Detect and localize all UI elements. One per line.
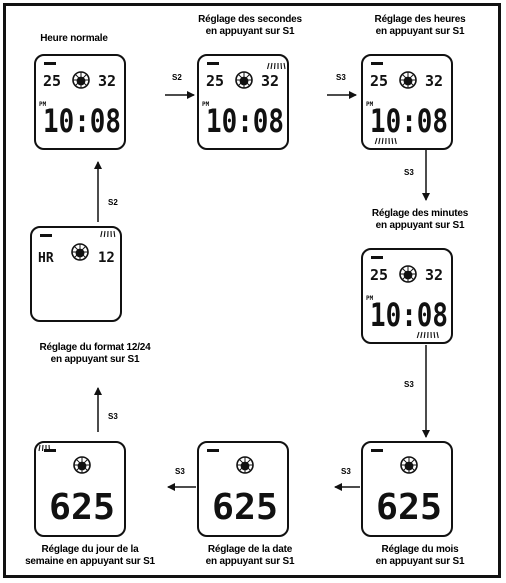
- lcd-main-date: 625: [212, 487, 278, 528]
- lcd-main-time: 10:08: [206, 102, 284, 140]
- lcd-weekday: 625: [34, 441, 126, 537]
- lcd-date: 625: [197, 441, 289, 537]
- blink-marks: [38, 444, 51, 452]
- lcd-main-time: 10:08: [43, 102, 121, 140]
- arrow-label-date-to-weekday: S3: [175, 467, 185, 476]
- arrow-label-format-to-normal: S2: [108, 198, 118, 207]
- arrow-label-hours-to-minutes: S3: [404, 168, 414, 177]
- arrow-label-normal-to-seconds: S2: [172, 73, 182, 82]
- arrow-label-month-to-date: S3: [341, 467, 351, 476]
- lcd-top-left-value: 25: [43, 72, 61, 90]
- blink-marks: [266, 62, 286, 70]
- blink-marks: [416, 331, 439, 339]
- lcd-top-left-value: 25: [206, 72, 224, 90]
- diagram-frame: [3, 3, 501, 578]
- lcd-ampm-indicator: PM: [39, 101, 47, 108]
- arrow-label-minutes-to-month: S3: [404, 380, 414, 389]
- lcd-main-date: 625: [376, 487, 442, 528]
- lcd-top-left-value: 25: [370, 72, 388, 90]
- lcd-top-right-value: 32: [425, 266, 443, 284]
- lcd-top-right-value: 32: [425, 72, 443, 90]
- lcd-format: HR 12: [30, 226, 122, 322]
- caption-normal-time: Heure normale: [40, 33, 108, 44]
- arrow-label-seconds-to-hours: S3: [336, 73, 346, 82]
- lcd-top-right-value: 32: [98, 72, 116, 90]
- lcd-ampm-indicator: PM: [366, 295, 374, 302]
- blink-marks: [100, 230, 116, 238]
- lcd-format-value: 12: [98, 250, 115, 266]
- lcd-top-right-value: 32: [261, 72, 279, 90]
- lcd-main-date: 625: [49, 487, 115, 528]
- arrow-label-weekday-to-format: S3: [108, 412, 118, 421]
- lcd-ampm-indicator: PM: [202, 101, 210, 108]
- lcd-month: 625: [361, 441, 453, 537]
- lcd-top-left-value: 25: [370, 266, 388, 284]
- lcd-main-time: 10:08: [370, 102, 448, 140]
- lcd-format-mode: HR: [38, 251, 54, 266]
- lcd-main-time: 10:08: [370, 296, 448, 334]
- blink-marks: [374, 137, 397, 145]
- lcd-ampm-indicator: PM: [366, 101, 374, 108]
